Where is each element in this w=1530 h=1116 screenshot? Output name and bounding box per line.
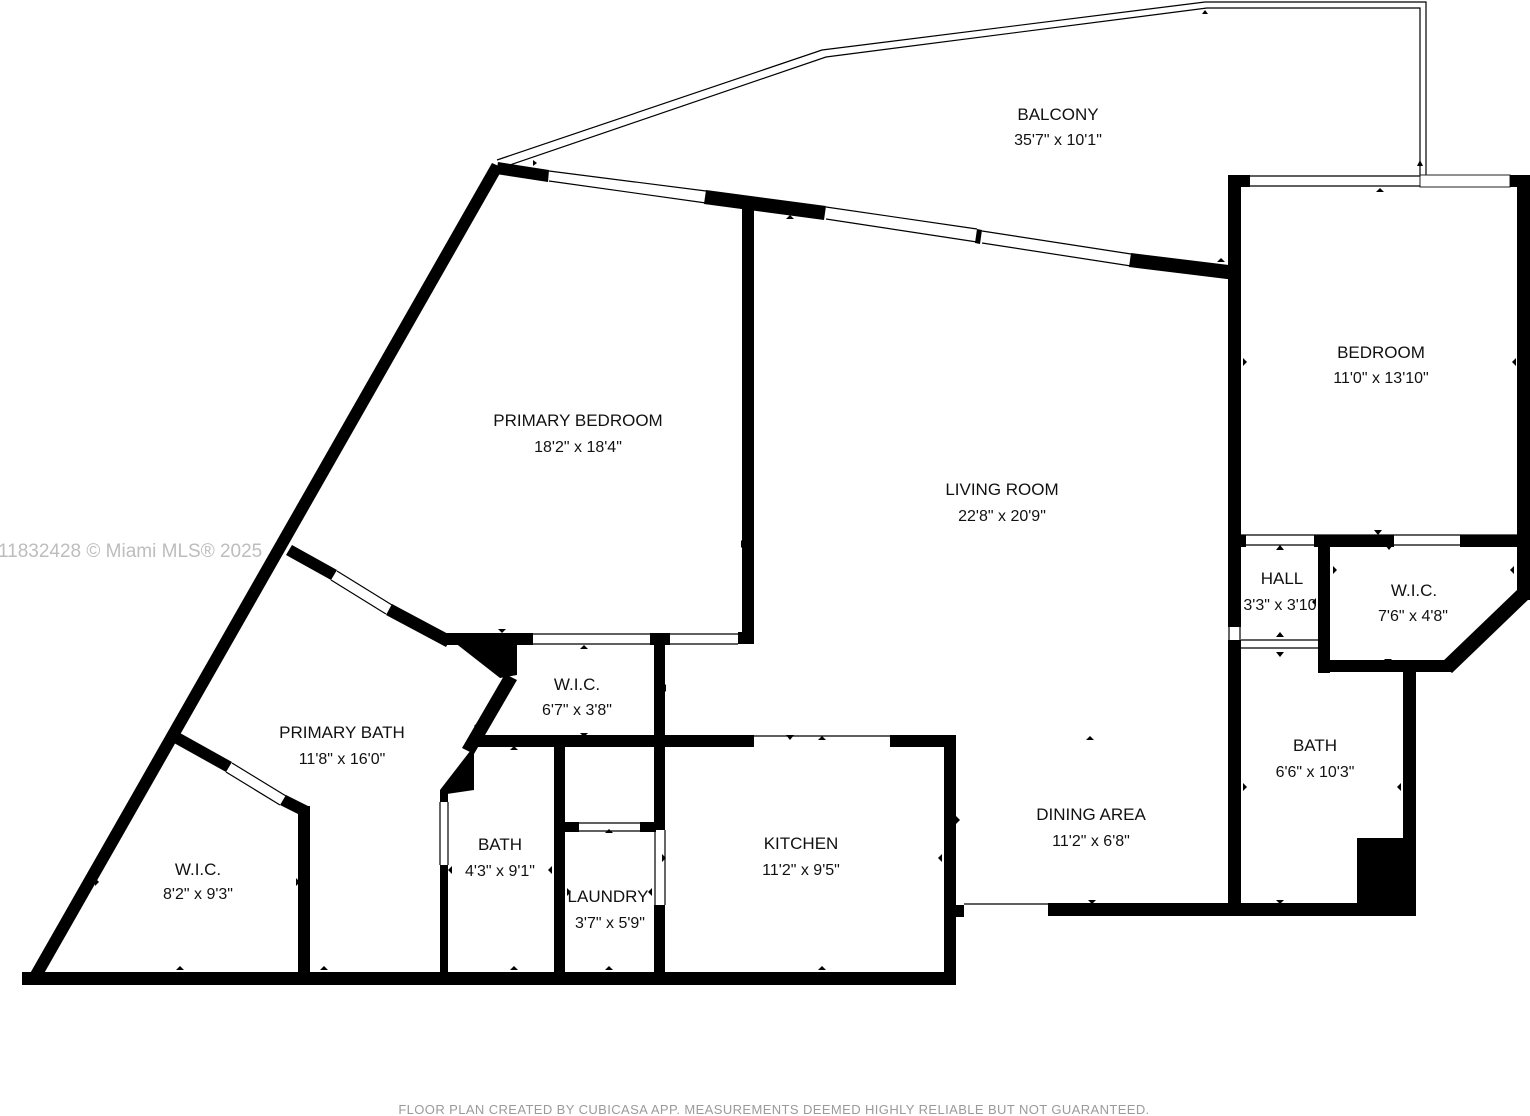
room-dims-dining-area: 11'2" x 6'8" <box>1052 833 1130 850</box>
room-dims-bath-bedroom: 6'6" x 10'3" <box>1276 764 1355 781</box>
room-dims-laundry: 3'7" x 5'9" <box>575 915 645 932</box>
room-dims-balcony: 35'7" x 10'1" <box>1014 132 1102 149</box>
mls-watermark: 11832428 © Miami MLS® 2025 <box>0 541 262 562</box>
room-name-dining-area: DINING AREA <box>1036 805 1146 824</box>
room-name-bath-bedroom: BATH <box>1293 736 1337 755</box>
room-name-hall: HALL <box>1261 569 1304 588</box>
room-name-wic-primary: W.I.C. <box>554 675 600 694</box>
room-name-bath-small: BATH <box>478 835 522 854</box>
room-dims-kitchen: 11'2" x 9'5" <box>762 862 840 879</box>
room-dims-primary-bedroom: 18'2" x 18'4" <box>534 439 622 456</box>
room-dims-bedroom: 11'0" x 13'10" <box>1333 370 1428 387</box>
room-dims-wic-primary-bath: 8'2" x 9'3" <box>163 886 233 903</box>
room-name-bedroom: BEDROOM <box>1337 343 1425 362</box>
room-name-kitchen: KITCHEN <box>764 834 839 853</box>
room-labels: BALCONY 35'7" x 10'1" PRIMARY BEDROOM 18… <box>163 105 1448 932</box>
room-name-wic-primary-bath: W.I.C. <box>175 860 221 879</box>
room-name-wic-bedroom: W.I.C. <box>1391 581 1437 600</box>
balcony-railing <box>496 1 1511 188</box>
room-name-living-room: LIVING ROOM <box>945 480 1058 499</box>
room-dims-wic-bedroom: 7'6" x 4'8" <box>1378 608 1448 625</box>
room-dims-primary-bath: 11'8" x 16'0" <box>299 751 386 768</box>
interior-walls <box>174 205 1530 978</box>
room-name-primary-bath: PRIMARY BATH <box>279 723 405 742</box>
exterior-walls <box>22 162 1530 985</box>
room-dims-wic-primary: 6'7" x 3'8" <box>542 702 612 719</box>
room-dims-bath-small: 4'3" x 9'1" <box>465 863 535 880</box>
dimension-markers <box>95 10 1516 970</box>
room-name-primary-bedroom: PRIMARY BEDROOM <box>493 411 662 430</box>
footer-disclaimer: FLOOR PLAN CREATED BY CUBICASA APP. MEAS… <box>398 1102 1149 1116</box>
room-dims-living-room: 22'8" x 20'9" <box>958 508 1046 525</box>
room-name-laundry: LAUNDRY <box>568 887 649 906</box>
room-name-balcony: BALCONY <box>1017 105 1098 124</box>
room-dims-hall: 3'3" x 3'10 <box>1243 597 1316 614</box>
